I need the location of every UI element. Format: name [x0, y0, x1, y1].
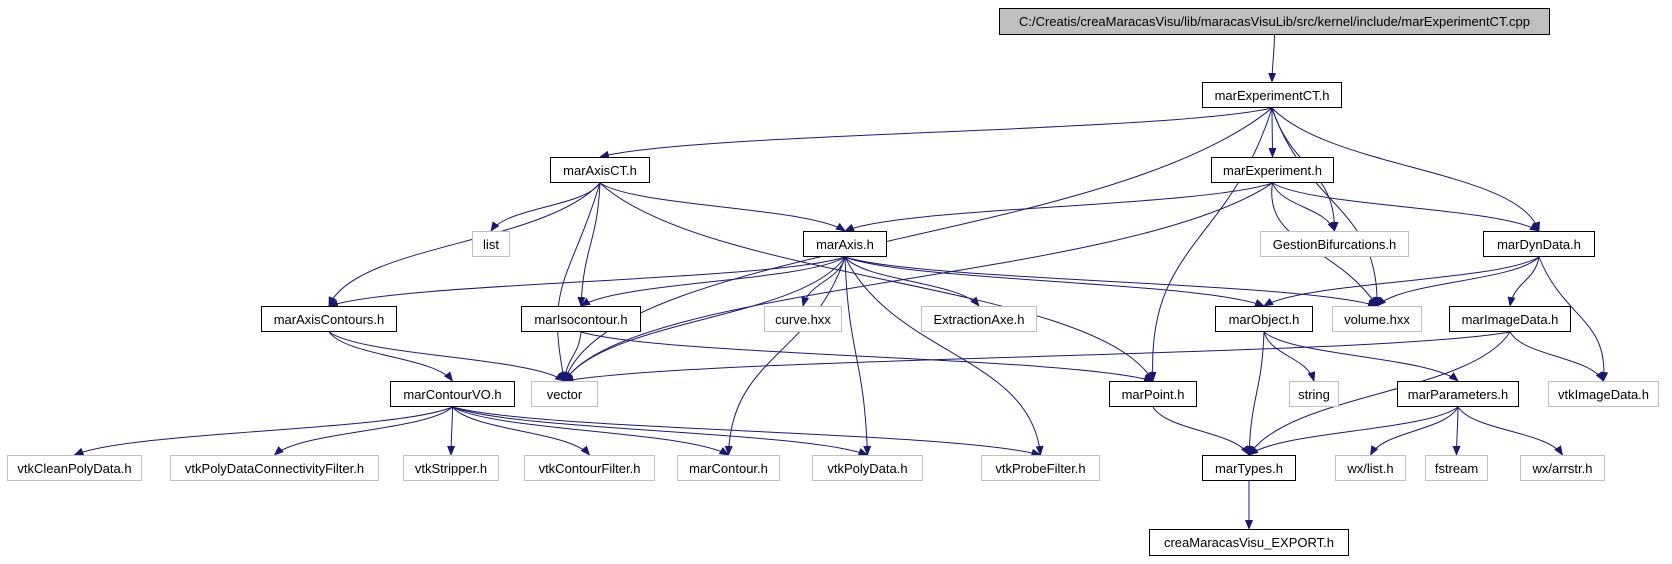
edge-marExperimentCT-to-marDynData: [1271, 107, 1540, 232]
node-marContourVO[interactable]: marContourVO.h: [390, 381, 515, 407]
edge-marExperimentCT-to-volume: [1271, 107, 1382, 307]
node-vtkStripper: vtkStripper.h: [403, 455, 499, 481]
edge-marContourVO-to-vtkPolyDataConnectivityFilter: [273, 406, 453, 456]
edge-marAxis-to-marIsocontour: [580, 256, 846, 307]
node-vtkContourFilter: vtkContourFilter.h: [524, 455, 655, 481]
edge-marExperimentCT-to-vector: [563, 107, 1273, 382]
edge-root-to-marExperimentCT: [1268, 34, 1277, 83]
edge-marAxis-to-marAxisContours: [328, 256, 846, 308]
edge-marObject-to-marTypes: [1245, 331, 1265, 456]
node-marObject[interactable]: marObject.h: [1215, 306, 1313, 332]
edge-marAxis-to-volume: [844, 256, 1378, 308]
edge-marExperimentCT-to-marPoint: [1148, 107, 1273, 382]
node-volume: volume.hxx: [1332, 306, 1422, 332]
edge-marContourVO-to-vtkCleanPolyData: [73, 406, 453, 456]
node-vtkImageData: vtkImageData.h: [1548, 381, 1659, 407]
node-marDynData[interactable]: marDynData.h: [1483, 231, 1595, 257]
edge-marDynData-to-marImageData: [1507, 256, 1540, 307]
edge-marPoint-to-marTypes: [1152, 406, 1250, 456]
node-marAxisContours[interactable]: marAxisContours.h: [261, 306, 397, 332]
node-GestionBifurcations: GestionBifurcations.h: [1260, 231, 1409, 257]
node-marIsocontour[interactable]: marIsocontour.h: [521, 306, 641, 332]
node-wxarrstr: wx/arrstr.h: [1520, 455, 1605, 481]
node-list: list: [472, 231, 510, 257]
edge-marContourVO-to-vtkContourFilter: [452, 406, 591, 456]
node-marExperiment[interactable]: marExperiment.h: [1211, 157, 1334, 183]
edge-marExperiment-to-vector: [563, 182, 1273, 382]
edge-marDynData-to-volume: [1376, 256, 1540, 307]
node-wxlist: wx/list.h: [1335, 455, 1406, 481]
edge-marImageData-to-vtkImageData: [1509, 331, 1604, 382]
edge-marAxisCT-to-marPoint: [599, 182, 1154, 382]
node-marAxisCT[interactable]: marAxisCT.h: [550, 157, 650, 183]
edge-marDynData-to-vtkImageData: [1538, 256, 1609, 382]
edge-marExperiment-to-GestionBifurcations: [1272, 182, 1335, 232]
edge-marAxis-to-ExtractionAxe: [844, 256, 980, 307]
edge-marAxis-to-marObject: [844, 256, 1265, 307]
node-fstream: fstream: [1425, 455, 1488, 481]
edge-marAxisCT-to-marAxis: [599, 182, 846, 232]
edge-marAxisContours-to-marContourVO: [328, 331, 454, 382]
edge-marContourVO-to-vtkProbeFilter: [452, 406, 1042, 457]
node-marTypes[interactable]: marTypes.h: [1202, 455, 1296, 481]
node-vtkPolyDataConnectivityFilter: vtkPolyDataConnectivityFilter.h: [170, 455, 379, 481]
edge-marParameters-to-fstream: [1452, 406, 1461, 456]
edge-marContourVO-to-vtkPolyData: [452, 406, 869, 456]
node-string: string: [1289, 381, 1339, 407]
edge-marImageData-to-marTypes: [1248, 331, 1511, 456]
node-vtkCleanPolyData: vtkCleanPolyData.h: [7, 455, 142, 481]
node-marExperimentCT[interactable]: marExperimentCT.h: [1202, 82, 1342, 108]
node-curve: curve.hxx: [764, 306, 842, 332]
node-ExtractionAxe: ExtractionAxe.h: [921, 306, 1037, 332]
edge-marAxisContours-to-vector: [328, 331, 566, 382]
node-marPoint[interactable]: marPoint.h: [1109, 381, 1197, 407]
edge-marAxis-to-vector: [563, 256, 846, 382]
node-marContour: marContour.h: [677, 455, 780, 481]
edge-marDynData-to-marObject: [1263, 256, 1540, 307]
edge-marAxisCT-to-vector: [556, 182, 601, 382]
edge-marExperimentCT-to-marAxisCT: [599, 107, 1273, 159]
node-creaExport[interactable]: creaMaracasVisu_EXPORT.h: [1149, 529, 1349, 556]
edge-marAxis-to-marContour: [724, 256, 846, 456]
edge-marImageData-to-vector: [563, 331, 1511, 384]
node-root-file[interactable]: C:/Creatis/creaMaracasVisu/lib/maracasVi…: [999, 8, 1550, 35]
edge-marIsocontour-to-marPoint: [580, 331, 1154, 383]
edge-marContourVO-to-vtkStripper: [447, 406, 456, 456]
edge-marAxisCT-to-marIsocontour: [577, 182, 601, 307]
node-vtkProbeFilter: vtkProbeFilter.h: [981, 455, 1100, 481]
edge-marParameters-to-wxarrstr: [1457, 406, 1564, 456]
edge-marAxisCT-to-marAxisContours: [328, 182, 601, 307]
edge-marAxisCT-to-list: [490, 182, 601, 232]
edge-marParameters-to-marTypes: [1248, 406, 1459, 456]
edge-marParameters-to-wxlist: [1370, 406, 1459, 456]
edge-marExperiment-to-marAxis: [844, 182, 1273, 232]
node-marAxis[interactable]: marAxis.h: [803, 231, 887, 257]
node-vtkPolyData: vtkPolyData.h: [812, 455, 923, 481]
node-marParameters[interactable]: marParameters.h: [1397, 381, 1519, 407]
edge-marObject-to-string: [1263, 331, 1316, 382]
edge-marExperimentCT-to-marExperiment: [1268, 107, 1277, 158]
edge-marContourVO-to-marContour: [452, 406, 730, 456]
node-vector: vector: [531, 381, 598, 407]
edge-marAxis-to-vtkProbeFilter: [844, 256, 1044, 456]
edge-marExperiment-to-marDynData: [1272, 182, 1540, 232]
edge-marObject-to-marParameters: [1263, 331, 1459, 382]
node-marImageData[interactable]: marImageData.h: [1449, 306, 1571, 332]
